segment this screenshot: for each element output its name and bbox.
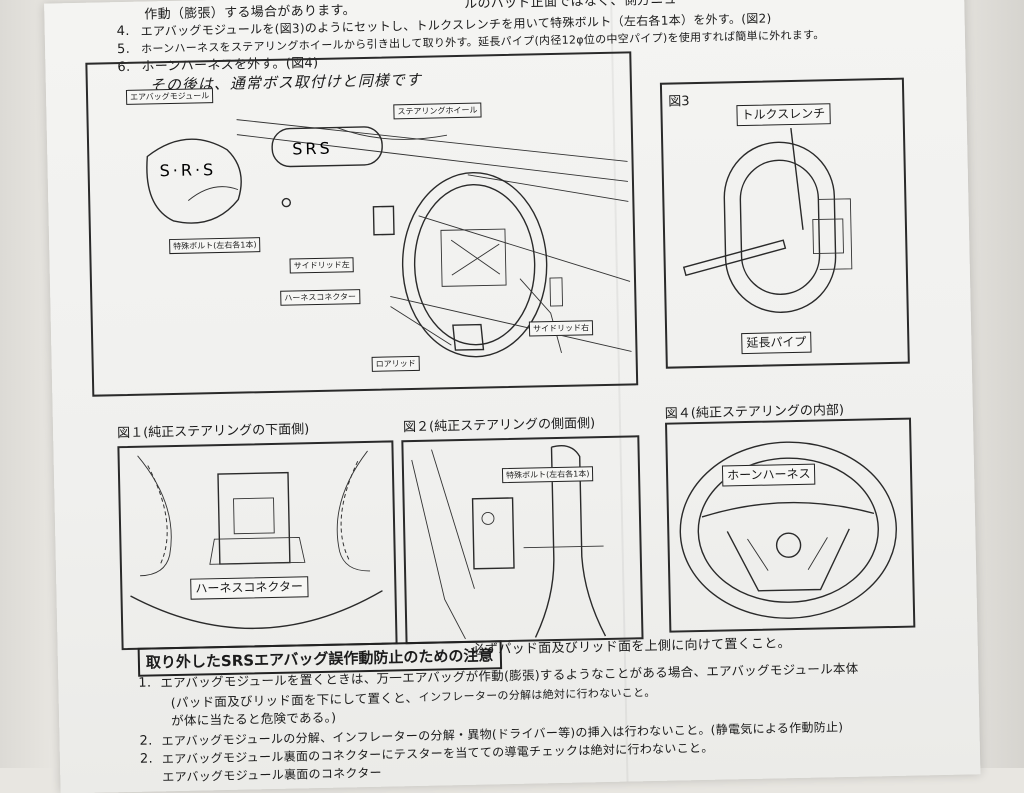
caution-item2-number: 2. xyxy=(139,733,153,749)
label-special-bolt: 特殊ボルト(左右各1本) xyxy=(169,237,261,255)
dash-srs-text: SRS xyxy=(292,139,333,159)
label-lower-lid: ロアリッド xyxy=(371,355,420,372)
dash-srs-pad xyxy=(271,126,383,168)
fig4-wheel-outer xyxy=(679,441,897,619)
label-fig4-horn-harness: ホーンハーネス xyxy=(721,463,816,487)
label-fig2-special-bolt: 特殊ボルト(左右各1本) xyxy=(501,466,594,484)
label-fig1-harness-connector: ハーネスコネクター xyxy=(190,576,309,600)
instruction-top-line: ルのパッド正面ではなく、側方ニュー xyxy=(464,0,691,12)
fig3-wheel-outer xyxy=(723,141,837,313)
caution-item1-sub2: が体に当たると危険である。) xyxy=(170,709,337,729)
caution-item3-number: 2. xyxy=(139,751,154,767)
figure2-illustration xyxy=(411,444,607,640)
side-lid-left-shape xyxy=(372,205,395,236)
label-steering-wheel: ステアリングホイール xyxy=(393,102,482,120)
figure4-title: 図４(純正ステアリングの内部) xyxy=(664,402,845,422)
label-side-lid-right: サイドリッド右 xyxy=(528,320,594,337)
main-dashboard-illustration: SRS S·R·S xyxy=(146,119,632,358)
label-side-lid-left: サイドリッド左 xyxy=(289,257,354,274)
figure4-illustration xyxy=(679,441,897,619)
caution-item1-sub1: (パッド面及びリッド面を下にして置くと、 xyxy=(170,689,419,711)
figure2-title: 図２(純正ステアリングの側面側) xyxy=(402,416,596,436)
airbag-module-shape xyxy=(146,138,242,224)
figure3-illustration xyxy=(682,127,853,313)
label-extension-pipe: 延長パイプ xyxy=(741,331,812,355)
label-harness-connector: ハーネスコネクター xyxy=(280,289,361,306)
step5-number: 5. xyxy=(116,41,131,58)
main-steering-wheel-shape xyxy=(401,171,548,358)
figure1-title: 図１(純正ステアリングの下面側) xyxy=(116,422,310,442)
fig3-wheel-inner xyxy=(739,159,821,295)
fig3-torx-wrench xyxy=(790,127,804,230)
caution-item1-number: 1. xyxy=(138,675,152,691)
fig3-extension-pipe xyxy=(682,239,787,277)
bolt-shape xyxy=(281,197,292,208)
step4-number: 4. xyxy=(116,23,130,40)
label-airbag-module: エアバッグモジュール xyxy=(125,88,214,105)
caution-item1-sub1b: インフレーターの分解は絶対に行わないこと。 xyxy=(418,685,656,704)
instruction-sheet: ルのパッド正面ではなく、側方ニュー 作動（膨張）する場合があります。 4. エア… xyxy=(44,0,981,793)
lower-lid-shape xyxy=(452,323,485,351)
label-torx-wrench: トルクスレンチ xyxy=(736,103,831,127)
airbag-srs-text: S·R·S xyxy=(159,160,216,180)
fig4-wheel-inner xyxy=(697,457,879,603)
figure1-illustration xyxy=(130,450,383,630)
